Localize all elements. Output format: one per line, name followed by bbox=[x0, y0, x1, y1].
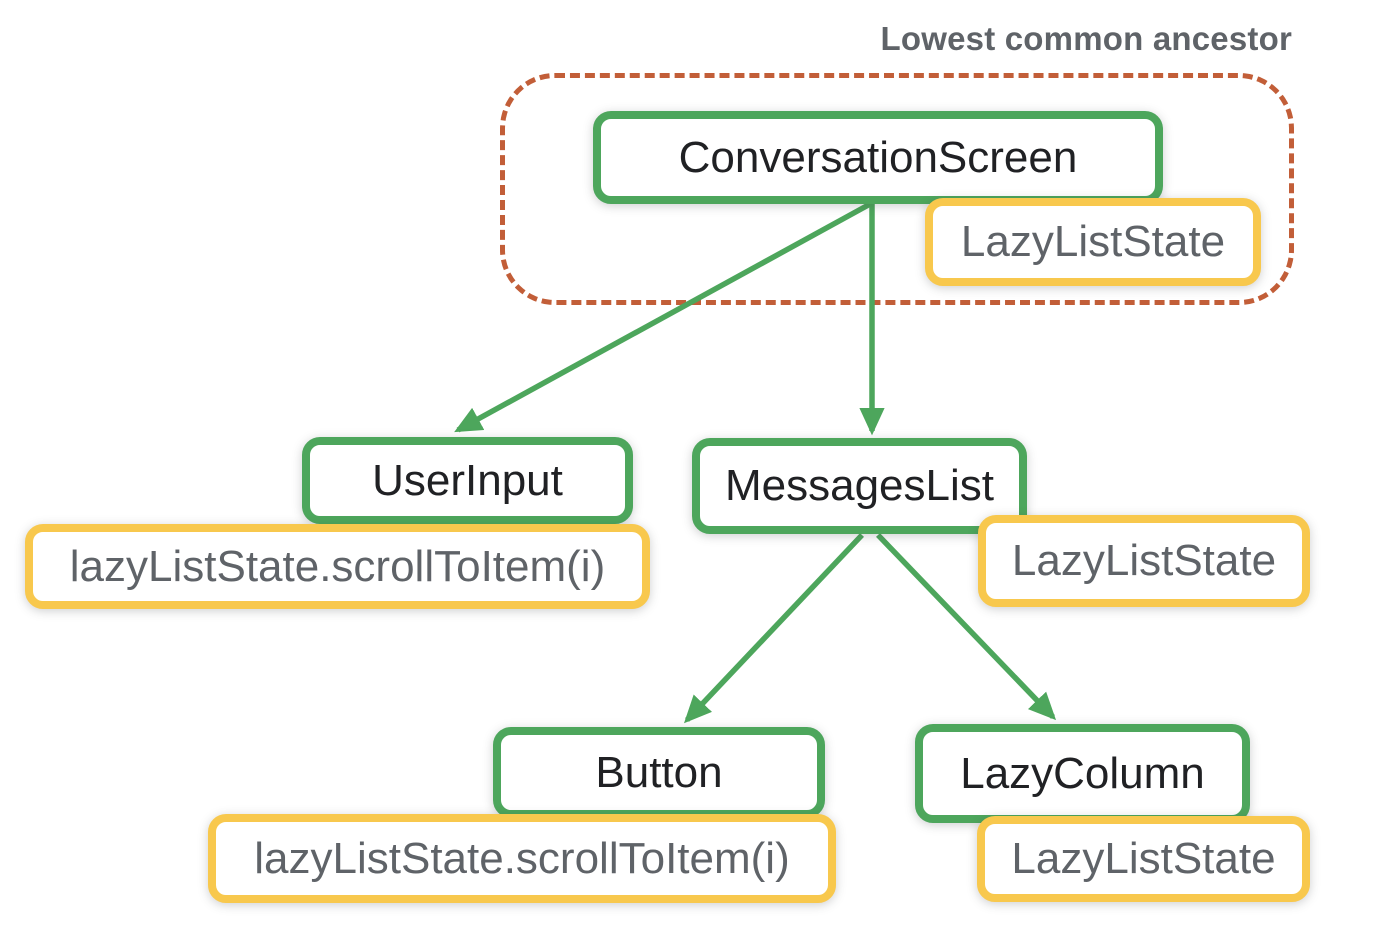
node-user-input-label: UserInput bbox=[372, 455, 563, 505]
node-messages-list: MessagesList bbox=[692, 438, 1027, 534]
state-conversation-screen-label: LazyListState bbox=[960, 217, 1226, 266]
state-messages-list-label: LazyListState bbox=[1011, 536, 1277, 585]
state-button-label: lazyListState.scrollToItem(i) bbox=[254, 833, 790, 883]
lowest-common-ancestor-region bbox=[500, 73, 1294, 305]
diagram-title: Lowest common ancestor bbox=[880, 20, 1292, 57]
edge-messageslist-button bbox=[683, 533, 864, 724]
state-lazy-column-label: LazyListState bbox=[1011, 834, 1276, 883]
state-lazy-column: LazyListState bbox=[977, 816, 1310, 902]
node-button: Button bbox=[493, 727, 825, 818]
state-conversation-screen: LazyListState bbox=[925, 198, 1261, 286]
node-conversation-screen: ConversationScreen bbox=[593, 111, 1163, 204]
state-button: lazyListState.scrollToItem(i) bbox=[208, 814, 836, 903]
node-lazy-column-label: LazyColumn bbox=[960, 748, 1205, 798]
state-messages-list: LazyListState bbox=[978, 515, 1310, 607]
node-conversation-screen-label: ConversationScreen bbox=[678, 132, 1078, 182]
node-messages-list-label: MessagesList bbox=[724, 461, 994, 510]
node-button-label: Button bbox=[595, 747, 723, 797]
state-user-input: lazyListState.scrollToItem(i) bbox=[25, 524, 650, 609]
state-user-input-label: lazyListState.scrollToItem(i) bbox=[69, 541, 606, 591]
node-lazy-column: LazyColumn bbox=[915, 724, 1250, 823]
node-user-input: UserInput bbox=[302, 437, 633, 524]
